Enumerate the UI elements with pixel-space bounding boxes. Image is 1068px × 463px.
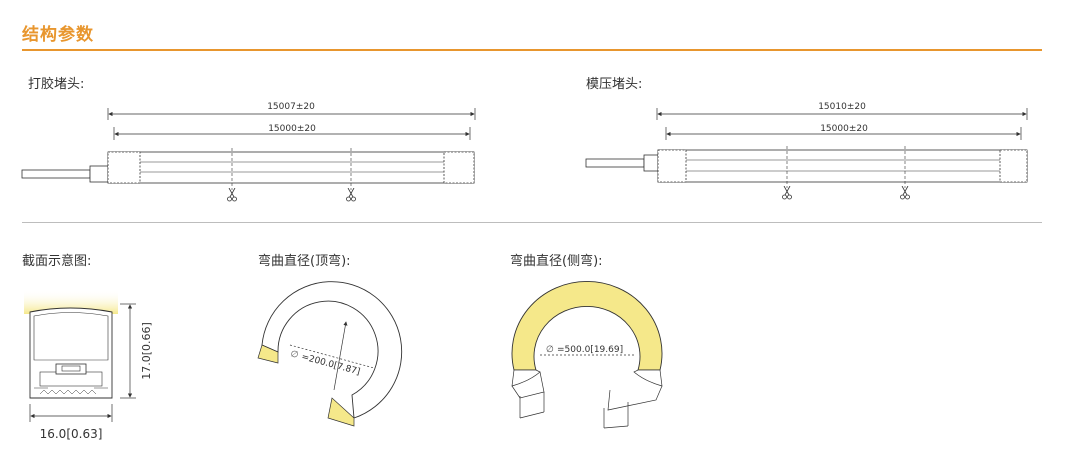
connector — [643, 154, 659, 172]
title-underline — [22, 49, 1042, 51]
bend-side-diameter: =500.0[19.69] — [557, 345, 623, 355]
molded-body-length: 15000±20 — [820, 124, 868, 134]
bend-top-drawing: ∅ =200.0[7.87] — [257, 281, 403, 427]
diameter-icon: ∅ — [289, 349, 299, 361]
end-cap-right — [443, 151, 475, 184]
connector — [89, 165, 109, 183]
diameter-icon: ∅ — [546, 345, 554, 355]
molded-overall-length: 15010±20 — [818, 102, 866, 112]
bend-top-label: 弯曲直径(顶弯): — [258, 254, 351, 269]
cable — [21, 169, 91, 179]
end-cap-right — [999, 149, 1028, 183]
molded-cap-label: 模压堵头: — [586, 77, 643, 92]
section-title: 结构参数 — [22, 25, 94, 45]
bent-strip-side — [511, 281, 663, 371]
glued-overall-length: 15007±20 — [267, 102, 315, 112]
glued-cap-label: 打胶堵头: — [28, 77, 85, 92]
glued-overall-dimension: 15007±20 — [107, 102, 476, 120]
strip-body — [107, 151, 475, 184]
end-cap-left — [657, 149, 687, 183]
cross-section-label: 截面示意图: — [22, 254, 92, 269]
glued-cap-drawing: 15007±20 15000±20 — [21, 102, 476, 202]
end-cap-left — [107, 151, 141, 184]
cable — [585, 158, 645, 168]
bent-strip-top — [261, 281, 403, 419]
glued-body-length: 15000±20 — [268, 124, 316, 134]
section-height: 17.0[0.66] — [140, 322, 153, 380]
molded-cap-drawing: 15010±20 15000±20 — [585, 102, 1028, 200]
section-divider — [22, 222, 1042, 223]
cross-section-drawing: 16.0[0.63] 17.0[0.66] — [24, 290, 153, 441]
bend-side-drawing: ∅ =500.0[19.69] — [511, 281, 663, 429]
glued-body-dimension: 15000±20 — [113, 124, 471, 140]
strip-body — [657, 149, 1028, 183]
molded-body-dimension: 15000±20 — [665, 124, 1022, 140]
bend-top-diameter: =200.0[7.87] — [300, 352, 361, 377]
molded-overall-dimension: 15010±20 — [656, 102, 1028, 120]
bend-side-label: 弯曲直径(侧弯): — [510, 254, 603, 269]
section-width: 16.0[0.63] — [40, 427, 103, 441]
